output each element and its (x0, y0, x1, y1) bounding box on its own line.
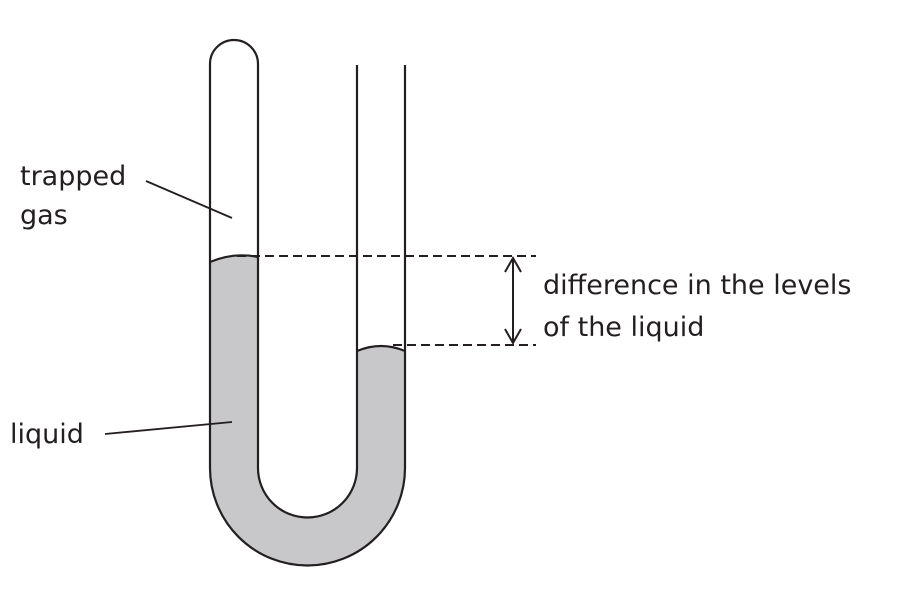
trapped-gas-label-line2: gas (20, 200, 68, 231)
right-meniscus (356, 344, 406, 353)
difference-double-arrow-icon (504, 255, 522, 346)
difference-label-line2: of the liquid (543, 312, 704, 343)
trapped-gas-leader-line (145, 180, 233, 219)
trapped-gas-label-line1: trapped (20, 161, 126, 192)
liquid-fill (210, 255, 405, 566)
u-tube-outer-wall (208, 38, 407, 567)
liquid-label: liquid (10, 419, 84, 450)
difference-label-line1: difference in the levels (543, 270, 851, 301)
liquid-leader-line (104, 421, 233, 435)
